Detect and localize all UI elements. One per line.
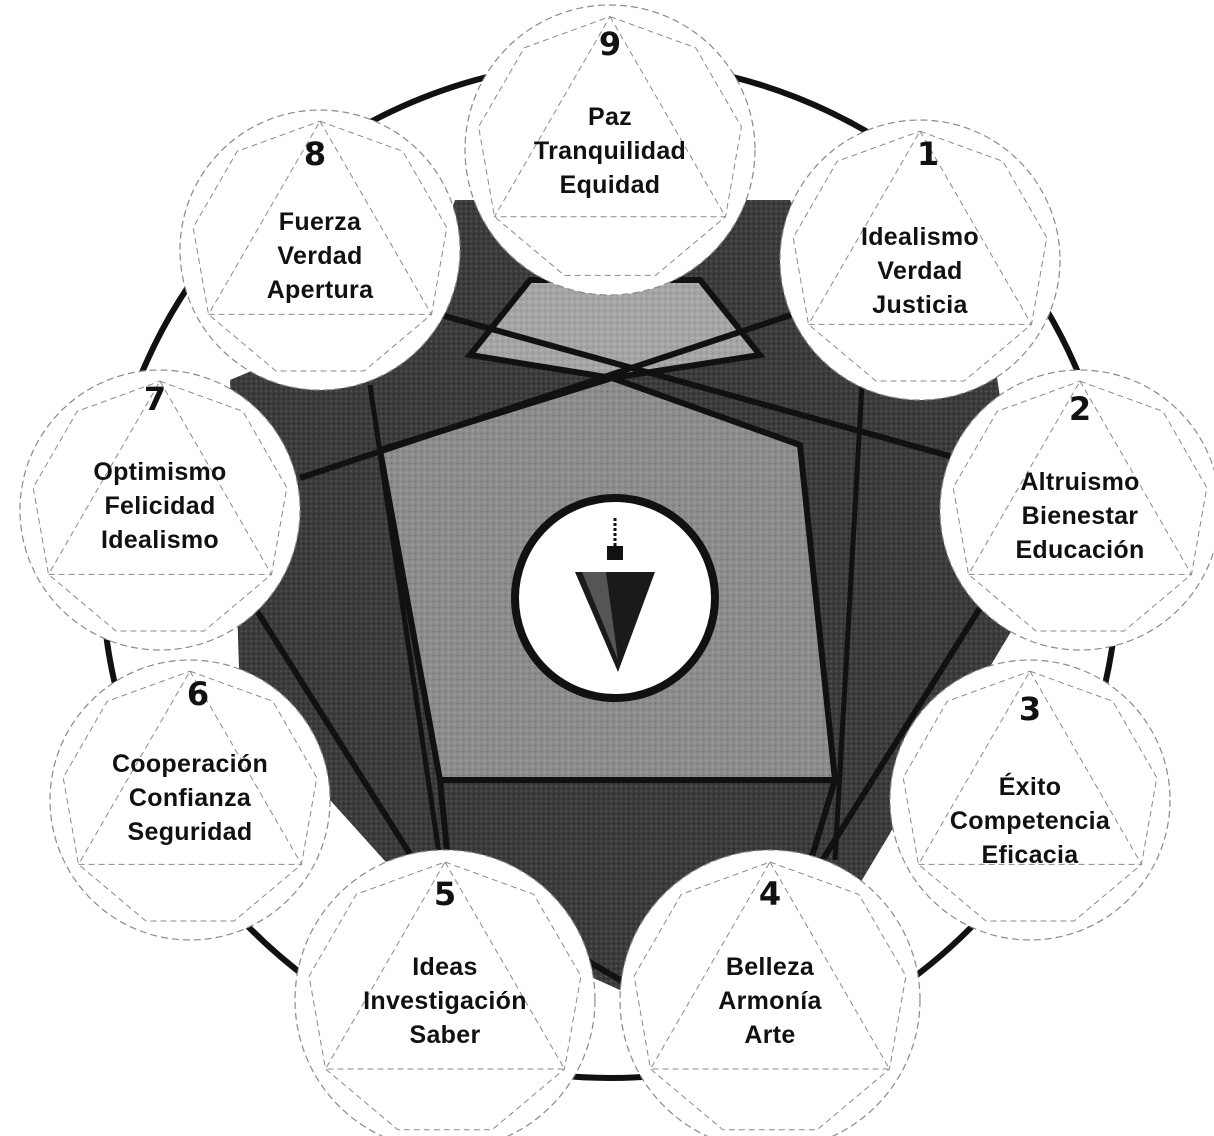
node-label: Saber	[410, 1021, 481, 1049]
node-number: 2	[1069, 390, 1091, 428]
node-label: Ideas	[412, 953, 477, 981]
node-label: Paz	[588, 103, 632, 131]
node-label: Investigación	[363, 987, 527, 1015]
node-label: Éxito	[999, 772, 1062, 801]
node-label: Arte	[744, 1021, 795, 1049]
node-label: Idealismo	[861, 223, 979, 251]
node-label: Tranquilidad	[534, 137, 686, 165]
node-label: Armonía	[718, 987, 822, 1015]
node-number: 6	[187, 675, 209, 713]
node-label: Verdad	[277, 242, 362, 270]
node-label: Altruismo	[1020, 468, 1139, 496]
node-number: 1	[917, 135, 939, 173]
node-label: Optimismo	[93, 458, 226, 486]
node-number: 8	[304, 135, 326, 173]
node-number: 4	[759, 875, 781, 913]
node-label: Fuerza	[279, 208, 362, 236]
node-label: Educación	[1015, 536, 1144, 564]
node-number: 5	[434, 875, 456, 913]
node-label: Belleza	[726, 953, 815, 981]
node-label: Eficacia	[982, 841, 1080, 869]
node-label: Idealismo	[101, 526, 219, 554]
node-label: Bienestar	[1022, 502, 1139, 530]
node-label: Competencia	[950, 807, 1111, 835]
node-label: Justicia	[872, 291, 968, 319]
node-label: Cooperación	[112, 750, 268, 778]
node-label: Verdad	[877, 257, 962, 285]
node-label: Apertura	[267, 276, 374, 304]
node-number: 7	[144, 380, 166, 418]
node-label: Equidad	[560, 171, 661, 199]
node-label: Seguridad	[128, 818, 253, 846]
center-medallion	[515, 498, 715, 698]
node-label: Felicidad	[104, 492, 215, 520]
node-label: Confianza	[129, 784, 252, 812]
node-number: 3	[1019, 690, 1041, 728]
node-number: 9	[599, 25, 621, 63]
